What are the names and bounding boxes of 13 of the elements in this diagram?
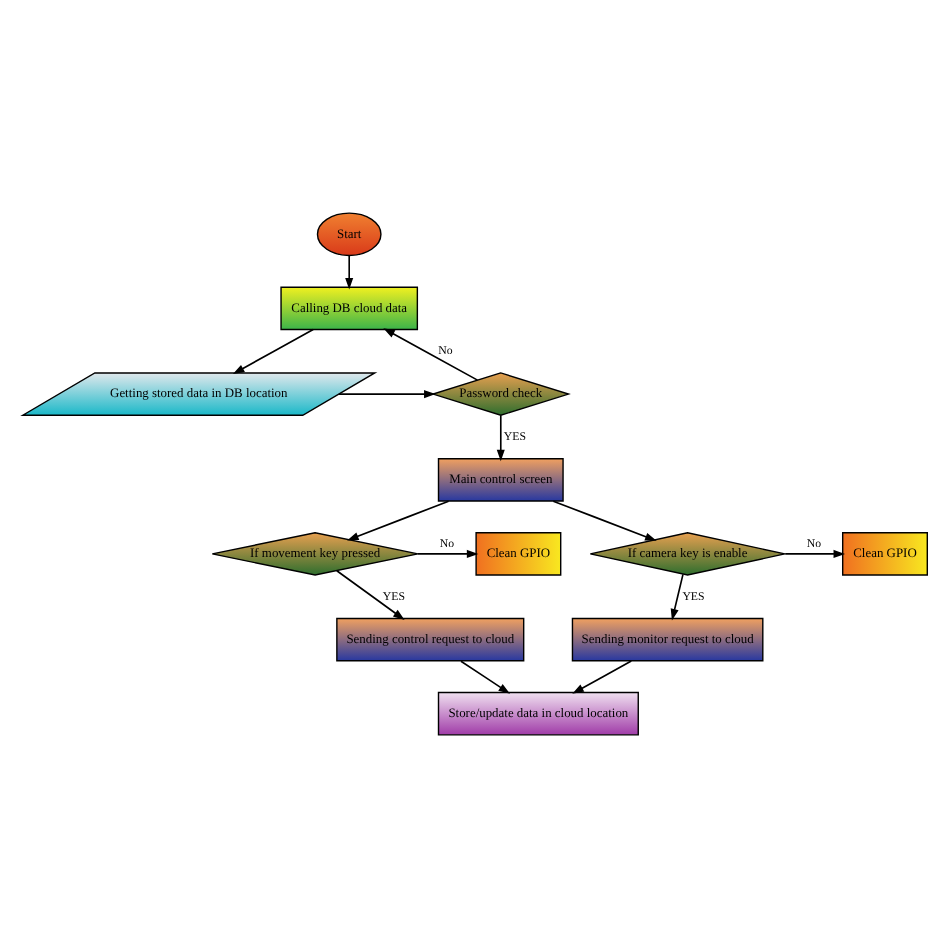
arrow xyxy=(783,549,845,558)
arrow xyxy=(669,573,683,621)
arrow xyxy=(231,328,313,375)
arrow xyxy=(459,660,510,694)
arrow xyxy=(416,549,478,558)
arrow xyxy=(344,255,353,290)
arrow xyxy=(551,500,656,541)
arrow xyxy=(495,414,504,462)
arrow xyxy=(337,390,435,399)
arrow xyxy=(335,569,404,620)
arrow xyxy=(346,500,449,541)
arrow xyxy=(382,328,478,381)
arrow xyxy=(571,660,632,694)
